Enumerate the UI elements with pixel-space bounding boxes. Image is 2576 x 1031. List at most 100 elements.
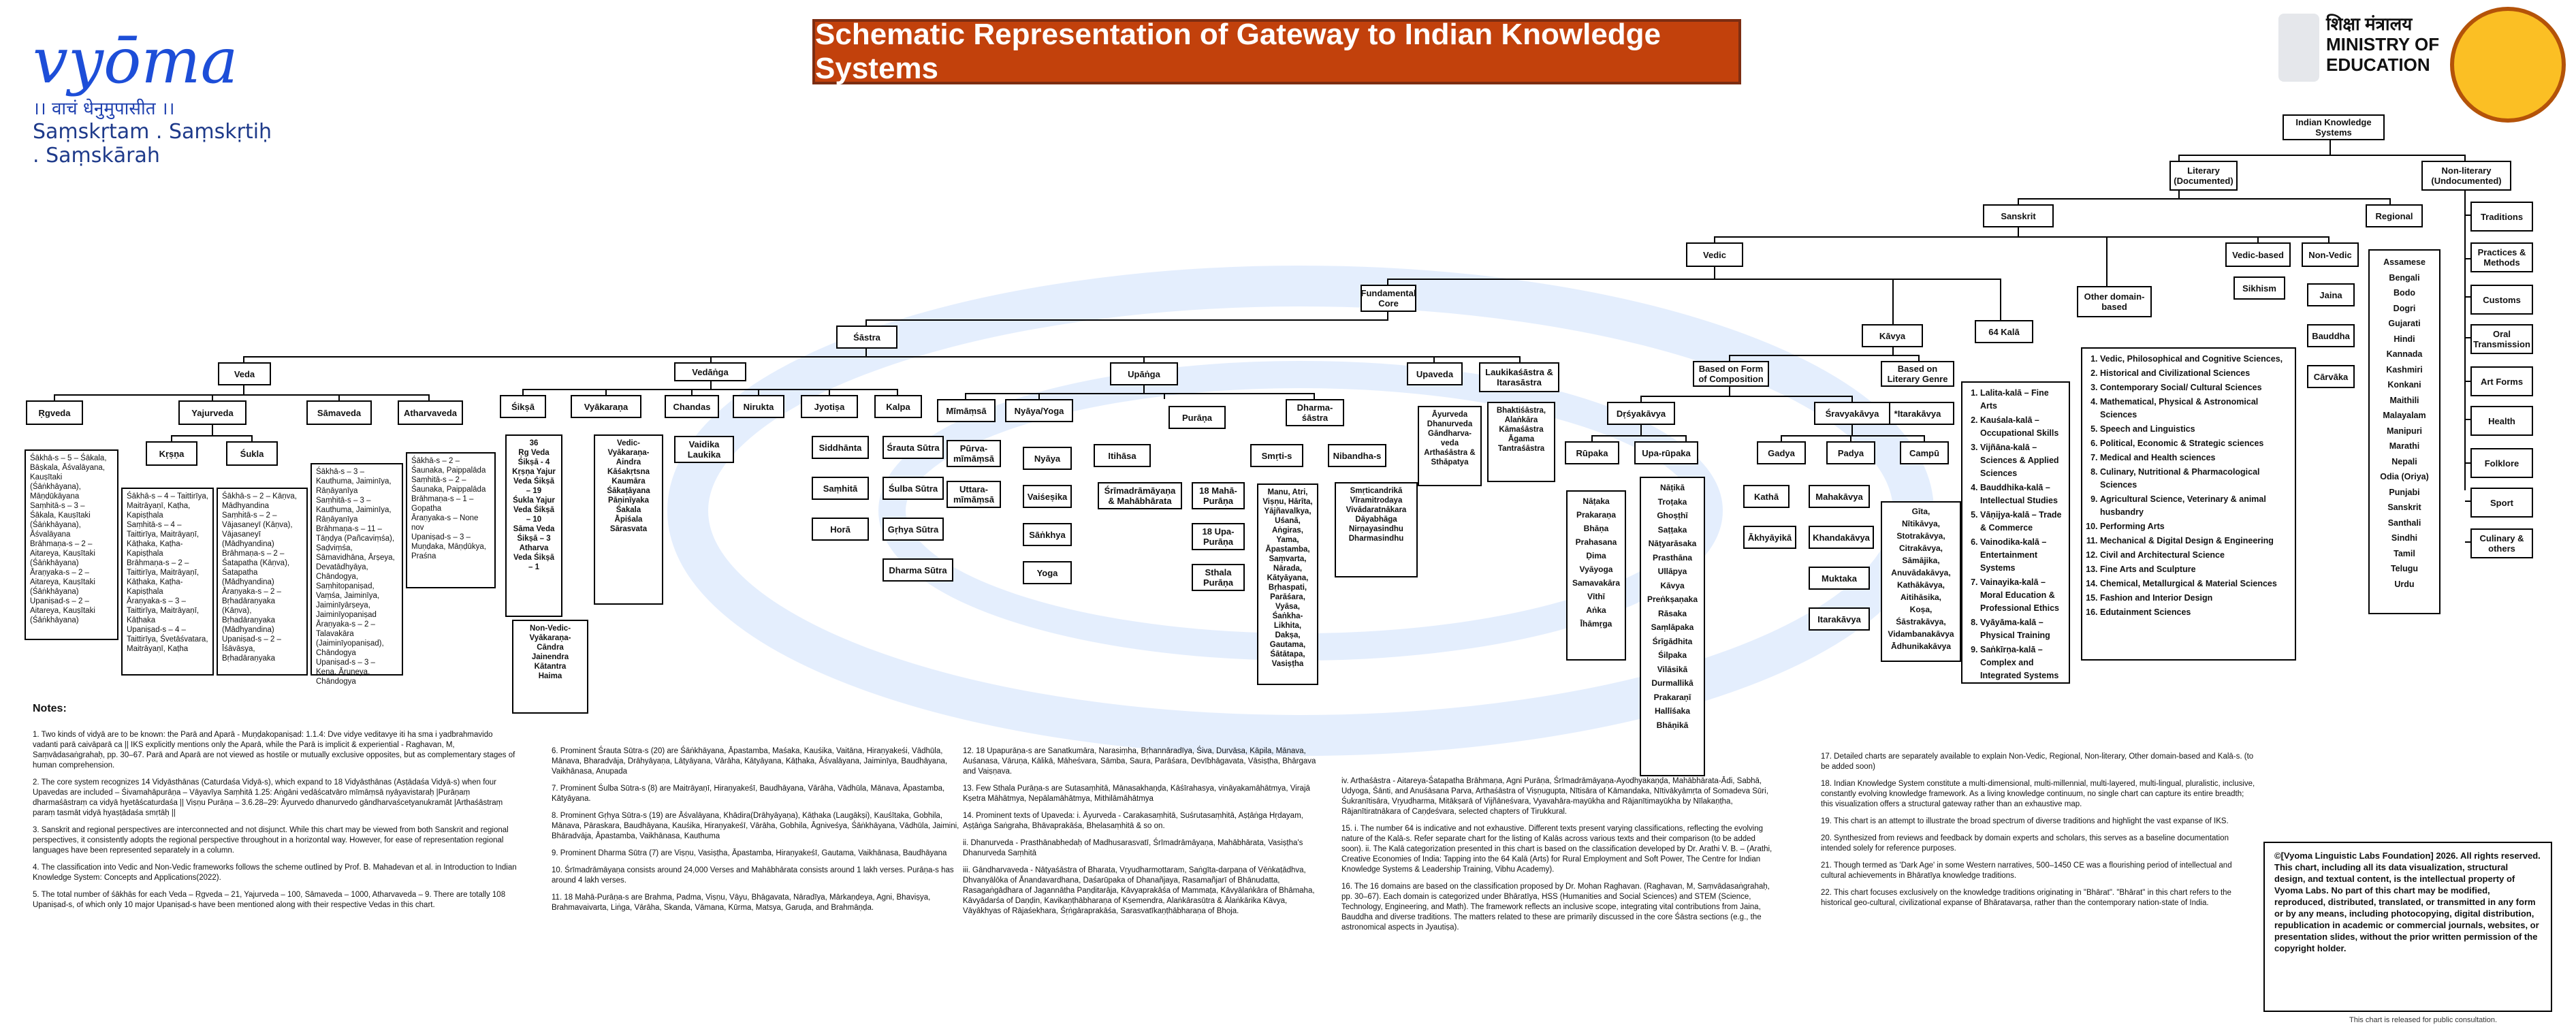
node-based-composition[interactable]: Based on Form of Composition: [1693, 361, 1769, 387]
language-item[interactable]: Nepali: [2391, 456, 2417, 466]
language-item[interactable]: Urdu: [2394, 579, 2415, 589]
node-ramayana[interactable]: Śrīmadrāmāyaṇa & Mahābhārata: [1098, 482, 1182, 509]
language-item[interactable]: Manipuri: [2386, 426, 2423, 436]
node-vedic[interactable]: Vedic: [1686, 242, 1743, 267]
nonliterary-item[interactable]: Sport: [2470, 488, 2533, 518]
node-sukla[interactable]: Śukla: [226, 441, 278, 466]
nonliterary-item[interactable]: Oral Transmission: [2470, 324, 2533, 354]
node-mahakavya[interactable]: Mahakāvya: [1809, 485, 1870, 508]
node-jyotisa[interactable]: Jyotiṣa: [801, 395, 858, 418]
node-sulba[interactable]: Śulba Sūtra: [882, 477, 944, 500]
language-item[interactable]: Kashmiri: [2386, 364, 2423, 375]
language-item[interactable]: Telugu: [2390, 564, 2419, 573]
node-nibandha[interactable]: Nibandha-s: [1328, 444, 1386, 467]
node-vaidika-laukika[interactable]: Vaidika Laukika: [674, 436, 734, 463]
node-kavya[interactable]: Kāvya: [1862, 324, 1923, 347]
nonliterary-item[interactable]: Culinary & others: [2470, 528, 2533, 558]
node-padya[interactable]: Padya: [1826, 441, 1875, 464]
node-nirukta[interactable]: Nirukta: [733, 395, 784, 418]
node-vyakarana[interactable]: Vyākaraṇa: [571, 395, 641, 418]
node-laukika[interactable]: Laukikaśāstra & Itarasāstra: [1479, 362, 1559, 392]
language-item[interactable]: Tamil: [2394, 548, 2415, 558]
node-regional[interactable]: Regional: [2366, 204, 2423, 227]
node-smrti[interactable]: Smṛti-s: [1250, 444, 1303, 467]
language-item[interactable]: Kannada: [2386, 349, 2423, 359]
node-sravya[interactable]: Śravyakāvya: [1814, 402, 1890, 425]
node-khandakavya[interactable]: Khandakāvya: [1809, 526, 1874, 549]
language-item[interactable]: Bengali: [2389, 272, 2420, 283]
nonliterary-item[interactable]: Traditions: [2470, 202, 2533, 232]
node-veda[interactable]: Veda: [218, 362, 271, 385]
nonliterary-item[interactable]: Practices & Methods: [2470, 242, 2533, 272]
node-carvaka[interactable]: Cārvāka: [2307, 365, 2355, 388]
node-nonliterary[interactable]: Non-literary (Undocumented): [2421, 161, 2511, 191]
language-item[interactable]: Marathi: [2389, 441, 2420, 451]
node-siddhanta[interactable]: Siddhānta: [812, 436, 869, 459]
node-krsna[interactable]: Kṛṣṇa: [146, 441, 197, 466]
nonliterary-item[interactable]: Folklore: [2470, 448, 2533, 478]
language-item[interactable]: Sanskrit: [2387, 503, 2421, 512]
language-item[interactable]: Santhali: [2387, 518, 2421, 528]
node-drsya[interactable]: Dṛśyakāvya: [1607, 402, 1675, 425]
node-sikhism[interactable]: Sikhism: [2233, 276, 2285, 300]
node-katha[interactable]: Kathā: [1743, 485, 1790, 508]
node-samaveda[interactable]: Sāmaveda: [306, 400, 372, 425]
language-item[interactable]: Gujarati: [2388, 319, 2421, 328]
node-nyaya[interactable]: Nyāya: [1023, 447, 1072, 470]
node-non-vedic[interactable]: Non-Vedic: [2302, 242, 2359, 267]
nonliterary-item[interactable]: Art Forms: [2470, 366, 2533, 396]
node-muktaka[interactable]: Muktaka: [1809, 567, 1870, 590]
node-nyaya-yoga[interactable]: Nyāya/Yoga: [1005, 399, 1073, 422]
node-dharmasastra[interactable]: Dharma-śāstra: [1286, 399, 1344, 426]
node-based-genre[interactable]: Based on Literary Genre: [1881, 361, 1954, 387]
node-vaisesika[interactable]: Vaiśeṣika: [1023, 485, 1072, 508]
language-item[interactable]: Assamese: [2383, 257, 2426, 267]
node-sthala-purana[interactable]: Sthala Purāṇa: [1192, 564, 1245, 591]
node-dharma-sutra[interactable]: Dharma Sūtra: [882, 558, 953, 582]
language-item[interactable]: Odia (Oriya): [2380, 472, 2429, 481]
node-purana[interactable]: Purāṇa: [1168, 406, 1226, 429]
node-vedic-based[interactable]: Vedic-based: [2225, 242, 2291, 267]
language-item[interactable]: Punjabi: [2389, 487, 2420, 497]
node-jaina[interactable]: Jaina: [2307, 283, 2355, 306]
language-item[interactable]: Bodo: [2394, 288, 2415, 298]
node-campu[interactable]: Campū: [1900, 441, 1949, 464]
node-srauta[interactable]: Śrauta Sūtra: [882, 436, 944, 459]
language-item[interactable]: Konkani: [2387, 380, 2421, 390]
node-gadya[interactable]: Gadya: [1757, 441, 1806, 464]
node-sanskrit[interactable]: Sanskrit: [1983, 204, 2054, 227]
node-sankhya[interactable]: Sāṅkhya: [1023, 523, 1072, 546]
language-item[interactable]: Hindi: [2394, 334, 2415, 344]
node-itihasa[interactable]: Itihāsa: [1094, 444, 1151, 467]
language-item[interactable]: Sindhi: [2391, 533, 2418, 543]
node-maha-purana[interactable]: 18 Mahā-Purāṇa: [1192, 482, 1245, 509]
node-root[interactable]: Indian Knowledge Systems: [2283, 114, 2385, 140]
node-yajurveda[interactable]: Yajurveda: [178, 400, 247, 425]
node-uttara[interactable]: Uttara-mīmāṃsā: [947, 481, 1001, 508]
node-yoga[interactable]: Yoga: [1023, 561, 1072, 584]
node-uparupaka[interactable]: Upa-rūpaka: [1634, 441, 1698, 464]
node-rgveda[interactable]: Ṛgveda: [26, 400, 83, 425]
nonliterary-item[interactable]: Health: [2470, 406, 2533, 436]
node-kalpa[interactable]: Kalpa: [874, 395, 922, 418]
node-fundamental[interactable]: Fundamental Core: [1361, 285, 1416, 312]
node-hora[interactable]: Horā: [812, 518, 869, 541]
nonliterary-item[interactable]: Customs: [2470, 285, 2533, 315]
language-item[interactable]: Dogri: [2393, 303, 2416, 313]
node-upa-purana[interactable]: 18 Upa-Purāṇa: [1192, 523, 1245, 550]
node-itarakavya[interactable]: *Itarakāvya: [1881, 402, 1954, 425]
node-atharvaveda[interactable]: Atharvaveda: [398, 400, 463, 425]
language-item[interactable]: Malayalam: [2383, 411, 2426, 420]
language-item[interactable]: Maithili: [2389, 395, 2419, 405]
node-sastra[interactable]: Śāstra: [836, 326, 897, 349]
node-akhyayika[interactable]: Ākhyāyikā: [1743, 526, 1796, 549]
node-upaveda[interactable]: Upaveda: [1407, 362, 1463, 385]
node-vedanga[interactable]: Vedāṅga: [674, 362, 746, 381]
node-samhita[interactable]: Saṃhitā: [812, 477, 869, 500]
node-grhya[interactable]: Gṛhya Sūtra: [882, 518, 944, 541]
node-purva[interactable]: Pūrva-mīmāṃsā: [947, 440, 1001, 467]
node-mimamsa[interactable]: Mīmāṃsā: [937, 399, 996, 422]
node-rupaka[interactable]: Rūpaka: [1565, 441, 1619, 464]
node-upanga[interactable]: Upāṅga: [1110, 362, 1178, 385]
node-literary[interactable]: Literary (Documented): [2169, 161, 2238, 191]
